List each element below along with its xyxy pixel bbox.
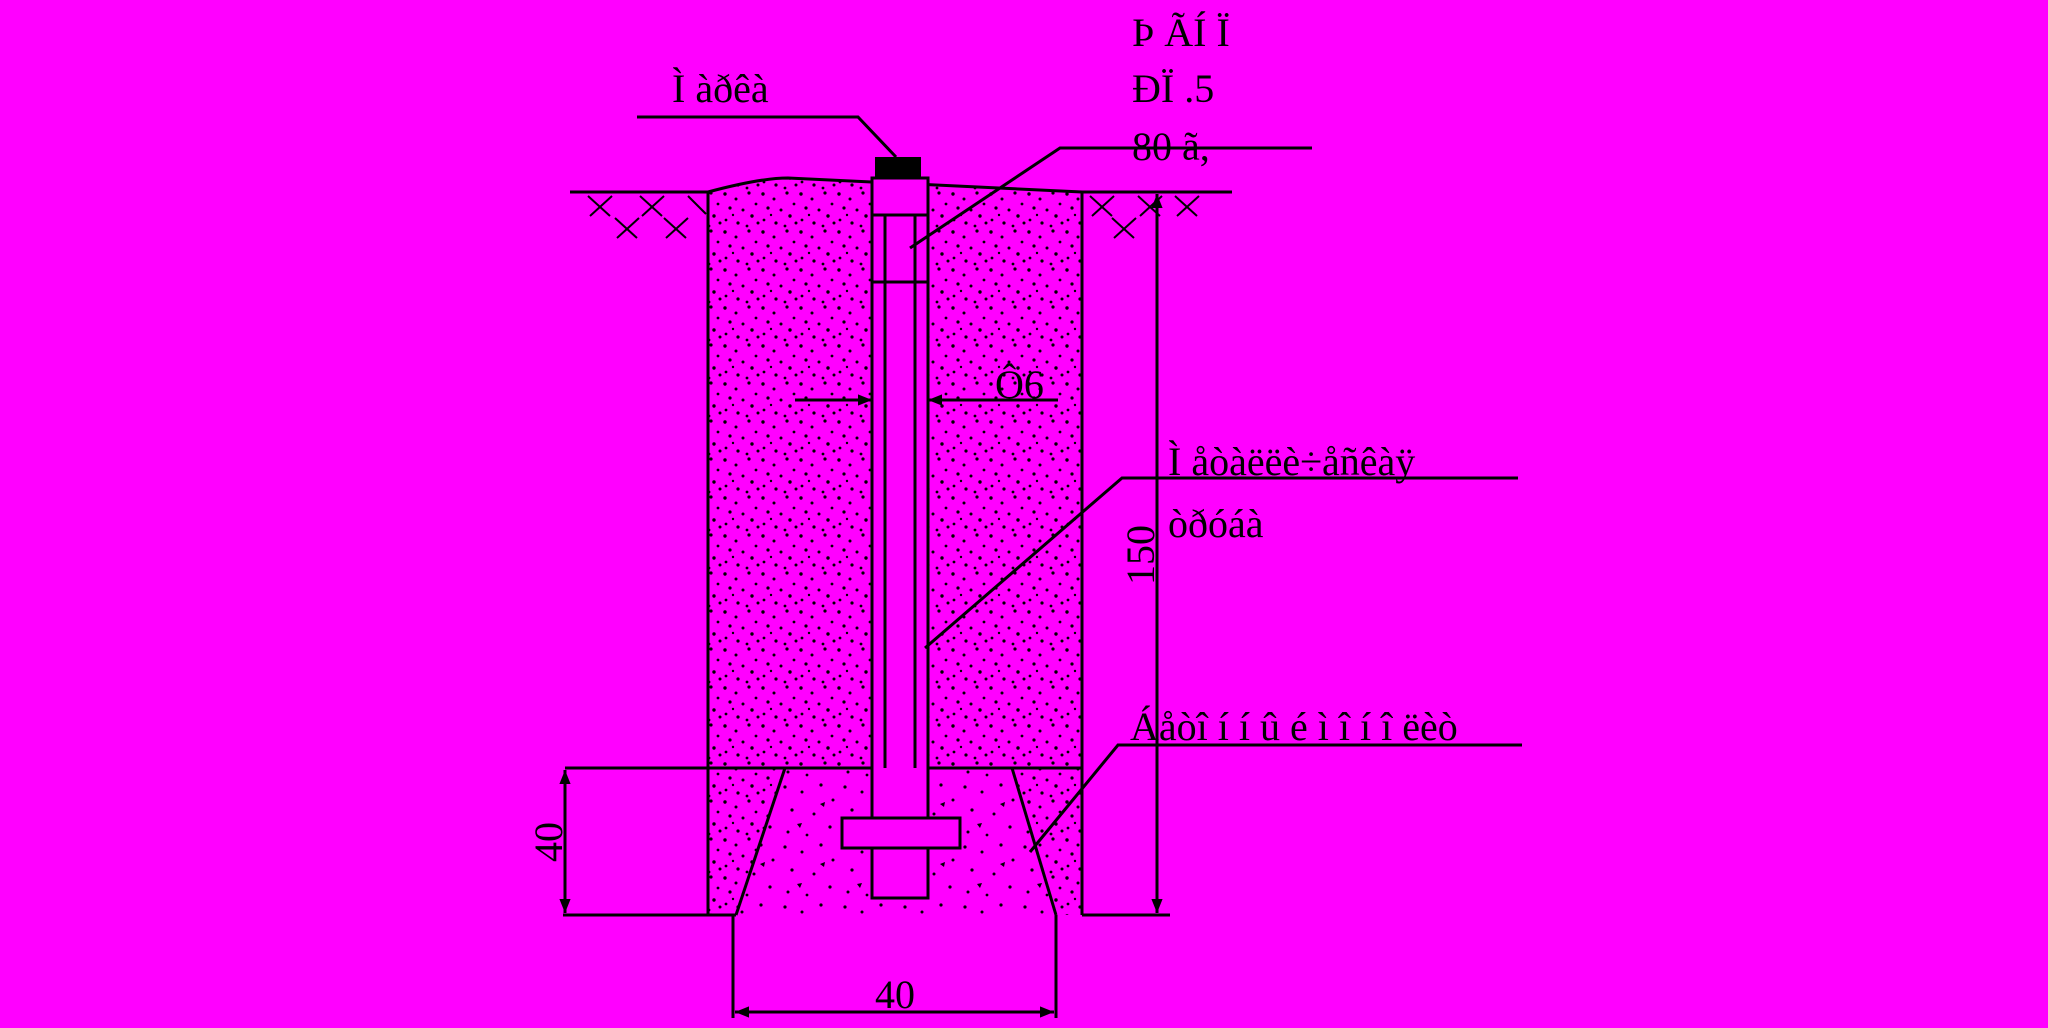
marker-cap [875,157,921,178]
anchor-plate [840,816,962,850]
soil-hatching-right [1089,195,1200,239]
height-dimension [1082,194,1170,917]
marker-leader [637,115,898,159]
ground-surface [570,190,1232,239]
concrete-leader [1028,743,1522,853]
reper-label-line2: ÐÏ .5 [1132,66,1214,111]
anchor-height-dimension [559,770,736,917]
anchor-width-dimension [731,915,1058,1018]
pipe-label-line2: òðóáà [1168,501,1264,546]
soil-hatching-left [587,195,707,239]
reper-leader [909,146,1312,250]
reper-label-line1: Þ ÃÍ Ï [1132,10,1230,55]
anchor-height-label: 40 [526,822,571,862]
pipe-leader [924,476,1518,650]
reper-label-line3: 80 ã, [1132,124,1210,169]
anchor-width-label: 40 [875,972,915,1017]
diameter-label: Ô6 [995,362,1044,407]
concrete-label: Áåòî í í û é ì î í î ëèò [1130,704,1458,749]
pipe-label-line1: Ì åòàëëè÷åñêàÿ [1168,439,1415,484]
height-total-label: 150 [1118,525,1163,585]
marker-label: Ì àðêà [672,66,769,111]
concrete-monolith [565,766,1082,916]
